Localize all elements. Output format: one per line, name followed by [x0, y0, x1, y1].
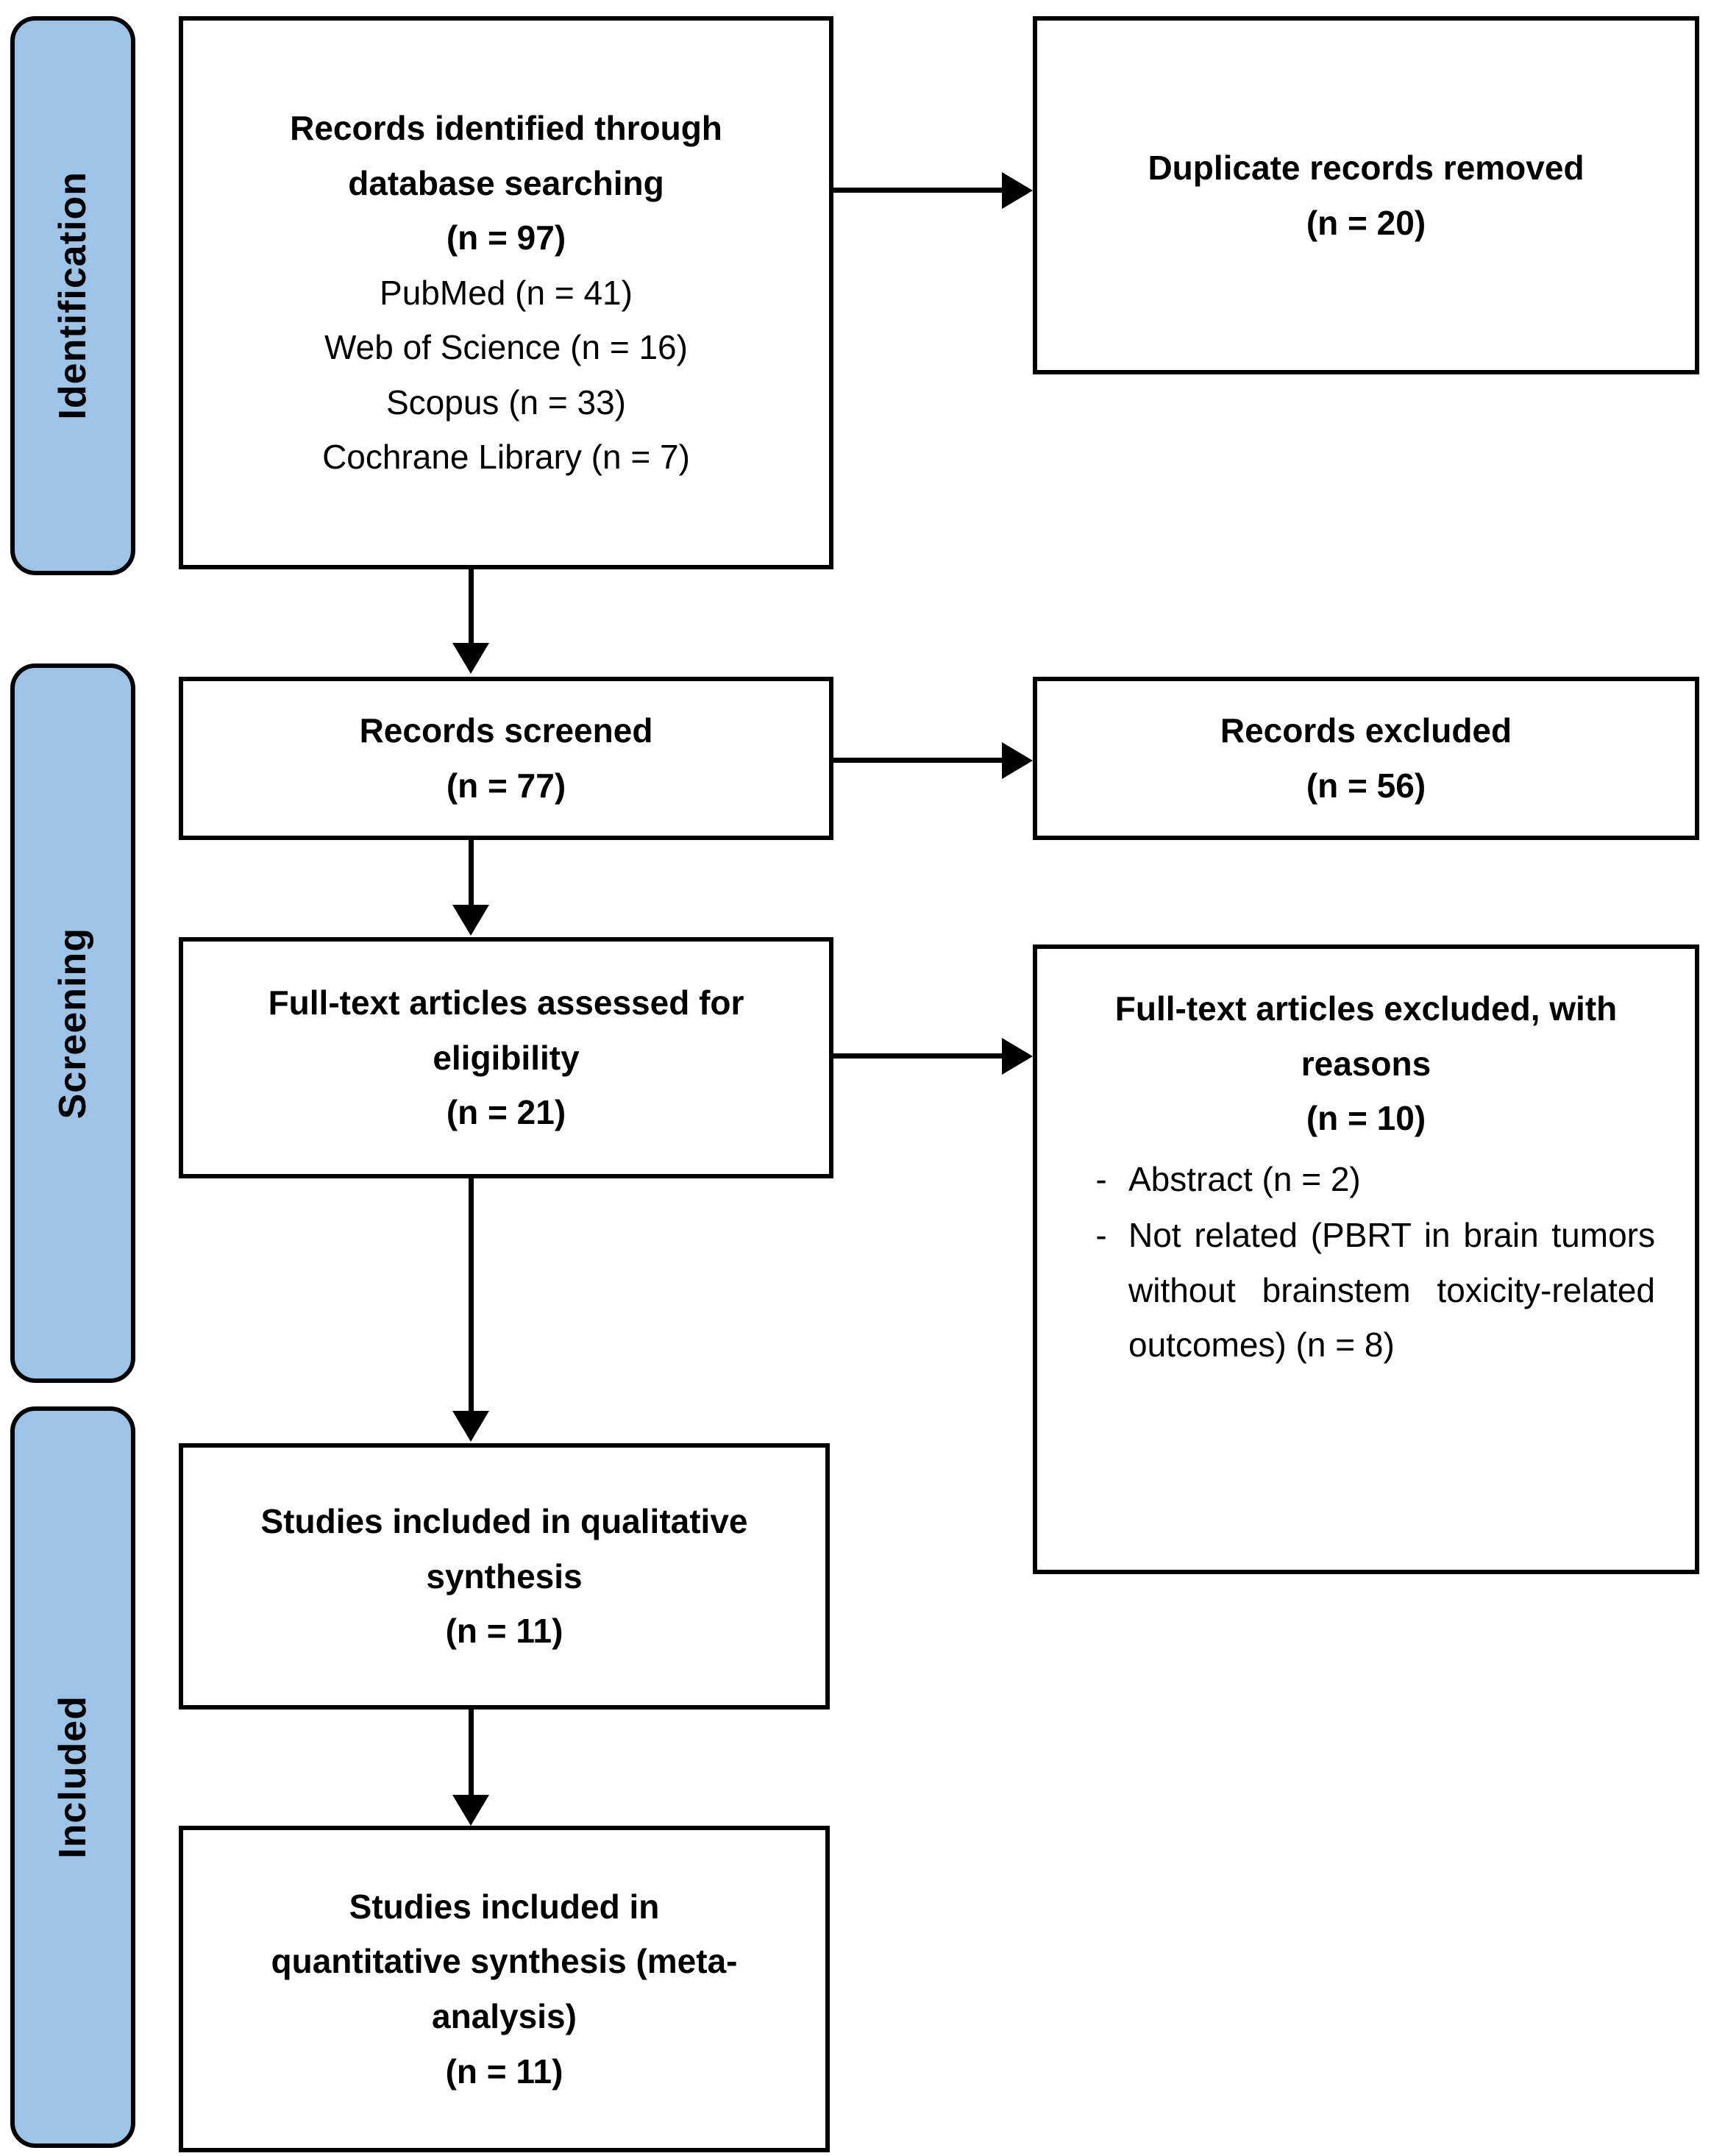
arrowhead-fulltext-to-excluded — [1002, 1038, 1033, 1075]
records-identified-source-scopus: Scopus (n = 33) — [385, 383, 627, 421]
records-identified-source-pubmed: PubMed (n = 41) — [380, 273, 633, 312]
arrowhead-fulltext-to-qualitative — [452, 1411, 489, 1442]
box-records-excluded: Records excluded (n = 56) — [1033, 677, 1699, 840]
box-quantitative-synthesis: Studies included in quantitative synthes… — [179, 1826, 830, 2152]
reason-text: Abstract (n = 2) — [1128, 1159, 1361, 1198]
fulltext-assessed-count: (n = 21) — [446, 1093, 566, 1132]
reason-dash-icon: - — [1095, 1216, 1107, 1255]
stage-label-identification: Identification — [51, 171, 94, 420]
records-excluded-heading: Records excluded — [1220, 711, 1512, 750]
records-identified-source-cochrane: Cochrane Library (n = 7) — [322, 438, 690, 477]
reason-text: Not related (PBRT in brain tumors withou… — [1128, 1216, 1655, 1365]
box-fulltext-excluded: Full-text articles excluded, with reason… — [1033, 944, 1699, 1574]
box-fulltext-assessed: Full-text articles assessed for eligibil… — [179, 937, 833, 1178]
connector-screened-to-excluded — [833, 758, 1004, 763]
stage-label-included: Included — [51, 1696, 94, 1859]
duplicates-removed-heading: Duplicate records removed — [1148, 148, 1584, 187]
reason-item: - Not related (PBRT in brain tumors with… — [1074, 1208, 1658, 1373]
fulltext-excluded-count: (n = 10) — [1306, 1099, 1426, 1138]
stage-bar-screening: Screening — [10, 663, 135, 1383]
records-identified-heading-line1: Records identified through — [290, 109, 722, 148]
box-records-screened: Records screened (n = 77) — [179, 677, 833, 840]
records-identified-heading-line2: database searching — [348, 163, 664, 202]
duplicates-removed-count: (n = 20) — [1306, 203, 1426, 242]
stage-label-screening: Screening — [51, 927, 94, 1120]
records-identified-count: (n = 97) — [446, 218, 566, 257]
arrowhead-screened-to-excluded — [1002, 742, 1033, 779]
connector-screened-to-fulltext — [469, 840, 474, 908]
arrowhead-screened-to-fulltext — [452, 905, 489, 936]
reason-item: - Abstract (n = 2) — [1074, 1152, 1658, 1207]
reason-dash-icon: - — [1095, 1159, 1107, 1198]
quantitative-synthesis-heading-line2: quantitative synthesis (meta- — [271, 1942, 738, 1981]
fulltext-excluded-heading-line1: Full-text articles excluded, with — [1114, 989, 1618, 1028]
arrowhead-identified-to-duplicates — [1002, 172, 1033, 209]
quantitative-synthesis-count: (n = 11) — [445, 2052, 563, 2091]
connector-qualitative-to-quantitative — [469, 1709, 474, 1798]
box-duplicate-records-removed: Duplicate records removed (n = 20) — [1033, 16, 1699, 374]
qualitative-synthesis-heading-line2: synthesis — [426, 1556, 583, 1595]
arrowhead-identified-to-screened — [452, 643, 489, 674]
stage-bar-included: Included — [10, 1406, 135, 2148]
stage-bar-identification: Identification — [10, 16, 135, 575]
quantitative-synthesis-heading-line3: analysis) — [432, 1997, 577, 2035]
arrowhead-qualitative-to-quantitative — [452, 1795, 489, 1826]
fulltext-excluded-reasons-list: - Abstract (n = 2) - Not related (PBRT i… — [1074, 1152, 1658, 1374]
qualitative-synthesis-heading-line1: Studies included in qualitative — [260, 1502, 748, 1541]
fulltext-excluded-heading-line2: reasons — [1301, 1044, 1431, 1083]
records-excluded-count: (n = 56) — [1306, 766, 1426, 805]
connector-fulltext-to-excluded — [833, 1053, 1004, 1059]
quantitative-synthesis-heading-line1: Studies included in — [349, 1887, 660, 1926]
fulltext-assessed-heading-line1: Full-text articles assessed for — [268, 983, 744, 1022]
qualitative-synthesis-count: (n = 11) — [445, 1612, 563, 1651]
connector-identified-to-screened — [469, 569, 474, 646]
box-records-identified: Records identified through database sear… — [179, 16, 833, 569]
fulltext-assessed-heading-line2: eligibility — [433, 1038, 580, 1077]
connector-fulltext-to-qualitative — [469, 1178, 474, 1414]
records-screened-count: (n = 77) — [446, 766, 566, 805]
box-qualitative-synthesis: Studies included in qualitative synthesi… — [179, 1443, 830, 1709]
records-screened-heading: Records screened — [359, 711, 653, 750]
records-identified-source-web-of-science: Web of Science (n = 16) — [324, 328, 688, 367]
connector-identified-to-duplicates — [833, 188, 1004, 193]
